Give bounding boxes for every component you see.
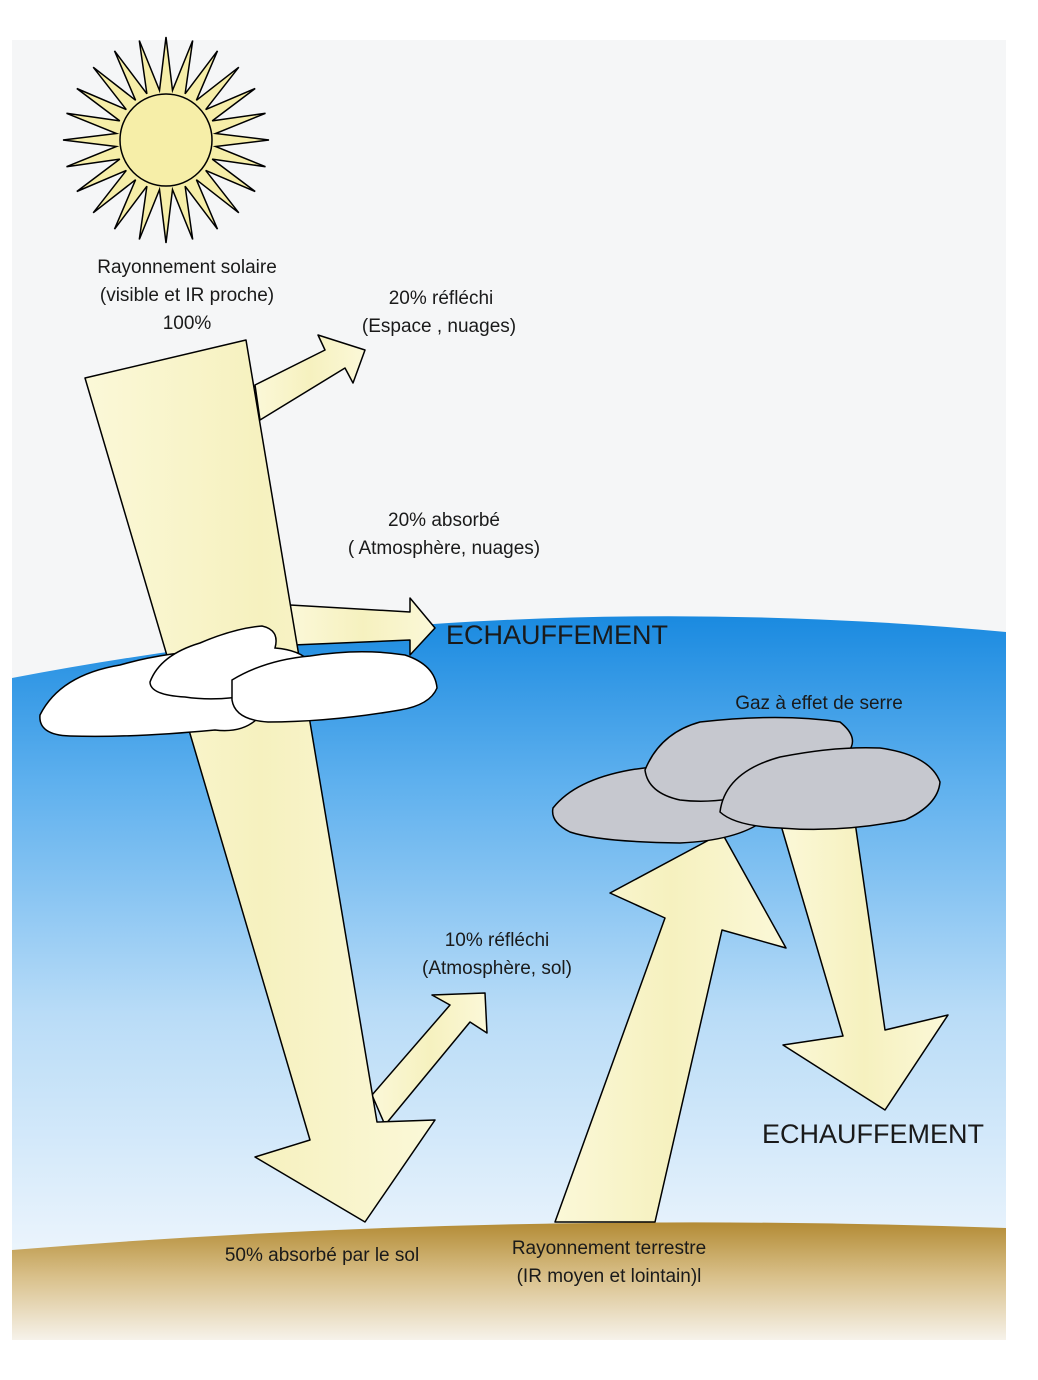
absorbed-atmosphere-arrow: [289, 597, 436, 656]
ground: [12, 1222, 1006, 1340]
reflected-ground-sublabel: (Atmosphère, sol): [422, 958, 572, 979]
solar-radiation-label: Rayonnement solaire: [97, 257, 277, 278]
reflected-ground-arrow: [371, 992, 488, 1126]
reflected-space-label: 20% réfléchi: [389, 288, 494, 309]
absorbed-atmosphere-label: 20% absorbé: [388, 510, 500, 531]
absorbed-atmosphere-sublabel: ( Atmosphère, nuages): [348, 538, 540, 559]
back-radiation-beam: [779, 821, 949, 1111]
solar-radiation-sublabel: (visible et IR proche): [100, 285, 274, 306]
greenhouse-gas-label: Gaz à effet de serre: [735, 693, 903, 714]
reflected-space-sublabel: (Espace , nuages): [362, 316, 516, 337]
terrestrial-radiation-label: Rayonnement terrestre: [512, 1238, 706, 1259]
reflected-space-arrow: [254, 334, 366, 421]
greenhouse-gas-clouds: [551, 716, 941, 844]
heating-label-upper: ECHAUFFEMENT: [446, 620, 668, 650]
reflected-ground-label: 10% réfléchi: [445, 930, 550, 951]
terrestrial-radiation-beam: [554, 832, 787, 1223]
heating-label-lower: ECHAUFFEMENT: [762, 1119, 984, 1149]
terrestrial-radiation-sublabel: (IR moyen et lointain)l: [517, 1266, 702, 1287]
sun-icon: [62, 36, 270, 244]
labels: Rayonnement solaire (visible et IR proch…: [97, 257, 984, 1287]
white-clouds: [39, 625, 438, 738]
ground-absorbed-label: 50% absorbé par le sol: [225, 1245, 419, 1266]
solar-radiation-percent: 100%: [163, 313, 212, 334]
incoming-solar-beam: [84, 339, 436, 1223]
